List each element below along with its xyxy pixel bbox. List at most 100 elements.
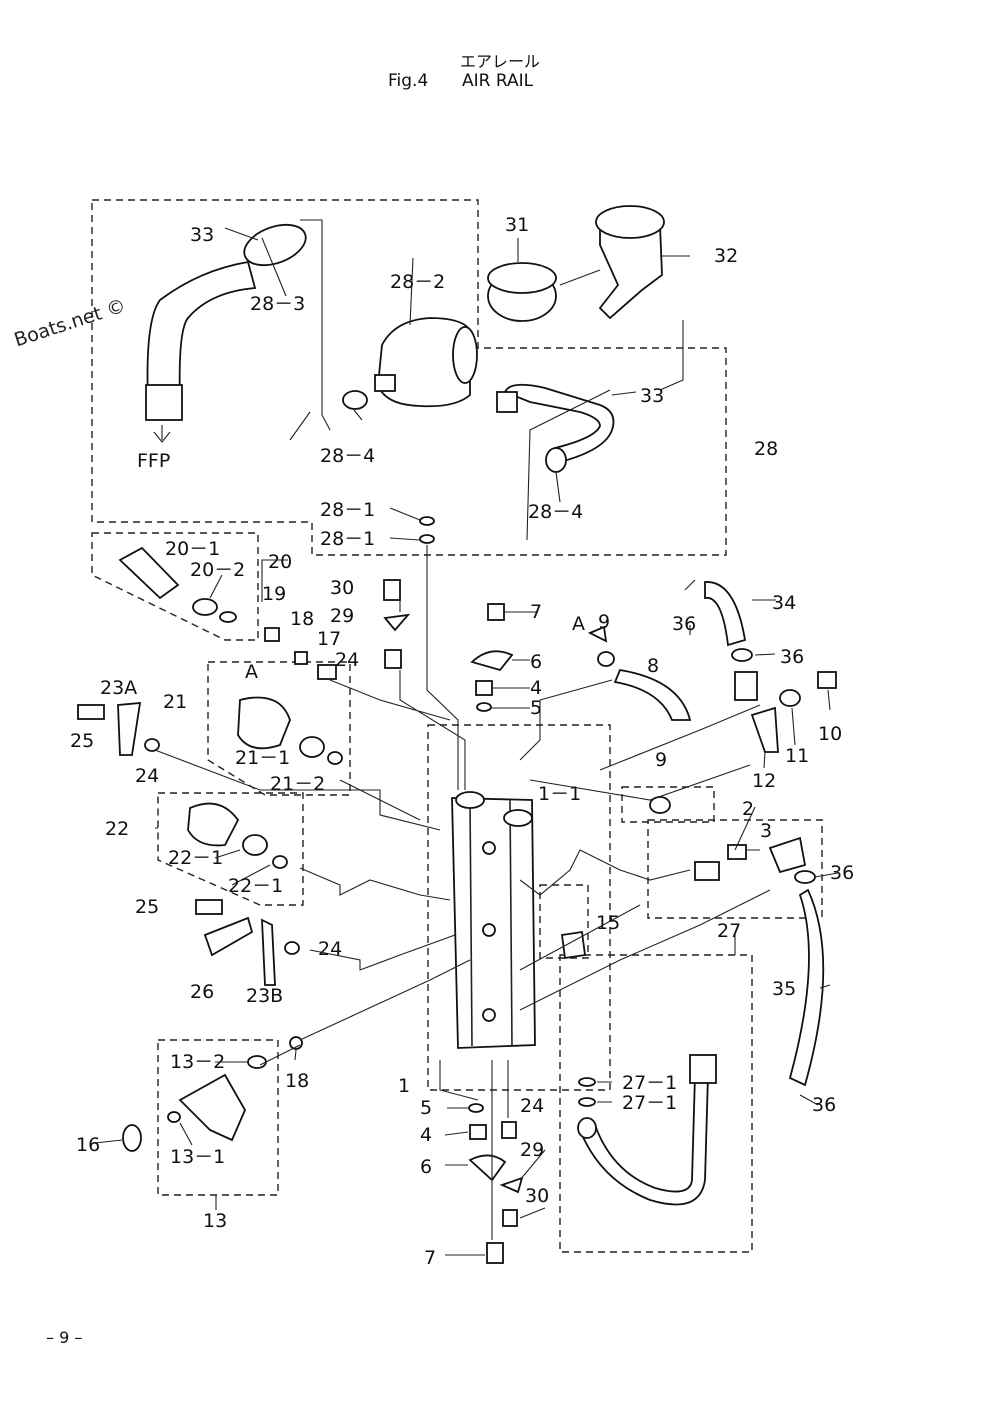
callout-6: 6 [530, 651, 542, 673]
callout-34: 34 [772, 592, 796, 614]
valve-20-1 [118, 546, 180, 600]
figure-title-japanese: エアレール [459, 52, 540, 71]
collar-24-icon [284, 941, 300, 955]
callout-18: 18 [285, 1070, 309, 1092]
fitting-icon [734, 671, 758, 701]
callout-3: 3 [760, 820, 772, 842]
group-box-27 [559, 954, 753, 1253]
fitting-icon [496, 391, 518, 413]
callout-27: 27 [717, 920, 741, 942]
callout-ffp: FFP [137, 450, 170, 472]
callout-24: 24 [520, 1095, 544, 1117]
nut-28-4-icon [545, 447, 567, 473]
washer-11-icon [779, 689, 801, 707]
callout-4: 4 [420, 1124, 432, 1146]
bracket-26-icon [203, 916, 254, 957]
callout-5: 5 [420, 1097, 432, 1119]
callout-28-2: 28－2 [390, 271, 445, 293]
bolt-7-icon [487, 603, 505, 621]
callout-20-1: 20－1 [165, 538, 220, 560]
callout-24: 24 [135, 765, 159, 787]
hose-34 [704, 581, 747, 647]
hose-35 [788, 888, 825, 1087]
callout-a: A [572, 613, 585, 635]
callout-10: 10 [818, 723, 842, 745]
callout-7: 7 [424, 1247, 436, 1269]
callout-33: 33 [640, 385, 664, 407]
callout-29: 29 [520, 1139, 544, 1161]
callout-36: 36 [780, 646, 804, 668]
collar-24-icon [144, 738, 160, 752]
o-ring-28-1 [419, 534, 435, 544]
o-ring-13-2 [247, 1055, 267, 1069]
callout-26: 26 [190, 981, 214, 1003]
callout-36: 36 [812, 1094, 836, 1116]
group-box-21 [207, 661, 351, 796]
o-ring-5-icon [468, 1103, 484, 1113]
callout-24: 24 [318, 938, 342, 960]
fitting-3-icon [727, 844, 747, 860]
fitting-2-icon [694, 861, 720, 881]
terminal-12-icon [750, 706, 779, 753]
plug-9-icon [597, 651, 615, 667]
callout-9: 9 [598, 611, 610, 633]
callout-18: 18 [290, 608, 314, 630]
washer-16-icon [122, 1124, 142, 1152]
collar-24-icon [501, 1121, 517, 1139]
bracket-29-icon [499, 1176, 524, 1194]
callout-21-2: 21－2 [270, 773, 325, 795]
nut-19-icon [264, 627, 280, 642]
group-box-rail [427, 724, 611, 1091]
callout-13-2: 13－2 [170, 1051, 225, 1073]
air-rail-1 [451, 797, 536, 1049]
callout-9: 9 [655, 749, 667, 771]
bolt-7-icon [486, 1242, 504, 1264]
callout-25: 25 [135, 896, 159, 918]
callout-11: 11 [785, 745, 809, 767]
callout-29: 29 [330, 605, 354, 627]
callout-28-1: 28－1 [320, 528, 375, 550]
callout-35: 35 [772, 978, 796, 1000]
clamp-33-icon [243, 223, 307, 267]
pipe-fitting-icon [145, 384, 183, 421]
callout-32: 32 [714, 245, 738, 267]
callout-28-4: 28－4 [320, 445, 375, 467]
callout-28: 28 [754, 438, 778, 460]
callout-17: 17 [317, 628, 341, 650]
page-number: – 9 – [46, 1328, 83, 1347]
bolt-30-icon [502, 1209, 518, 1227]
injector-13 [178, 1073, 247, 1142]
callout-30: 30 [330, 577, 354, 599]
callout-25: 25 [70, 730, 94, 752]
arrow-a-icon [587, 625, 608, 643]
group-box-28 [91, 199, 727, 556]
elbow-icon [768, 836, 807, 874]
callout-33: 33 [190, 224, 214, 246]
callout-1-1: 1－1 [538, 783, 581, 805]
callout-5: 5 [530, 697, 542, 719]
bracket-23a-icon [117, 701, 142, 756]
bolt-30-icon [383, 579, 401, 601]
o-ring-27-1 [578, 1097, 596, 1107]
figure-number: Fig.4 [388, 71, 429, 91]
o-ring-20-2 [192, 598, 218, 616]
clamp-36-icon [794, 870, 816, 884]
hose-8 [613, 668, 692, 721]
nut-icon [689, 1054, 717, 1084]
callout-27-1: 27－1 [622, 1072, 677, 1094]
o-ring-13-1 [167, 1111, 181, 1123]
callout-19: 19 [262, 583, 286, 605]
o-ring-21-1 [299, 736, 325, 758]
cap-6-icon [468, 1154, 507, 1182]
o-ring-28-1 [419, 516, 435, 526]
callout-28-1: 28－1 [320, 499, 375, 521]
fuel-filter-28-2 [377, 317, 471, 408]
callout-21: 21 [163, 691, 187, 713]
group-box-elbow [647, 819, 823, 919]
callout-36: 36 [672, 613, 696, 635]
callout-2: 2 [742, 798, 754, 820]
o-ring-22-1 [242, 834, 268, 856]
group-box-9 [621, 786, 715, 823]
group-box-13 [157, 1039, 279, 1196]
